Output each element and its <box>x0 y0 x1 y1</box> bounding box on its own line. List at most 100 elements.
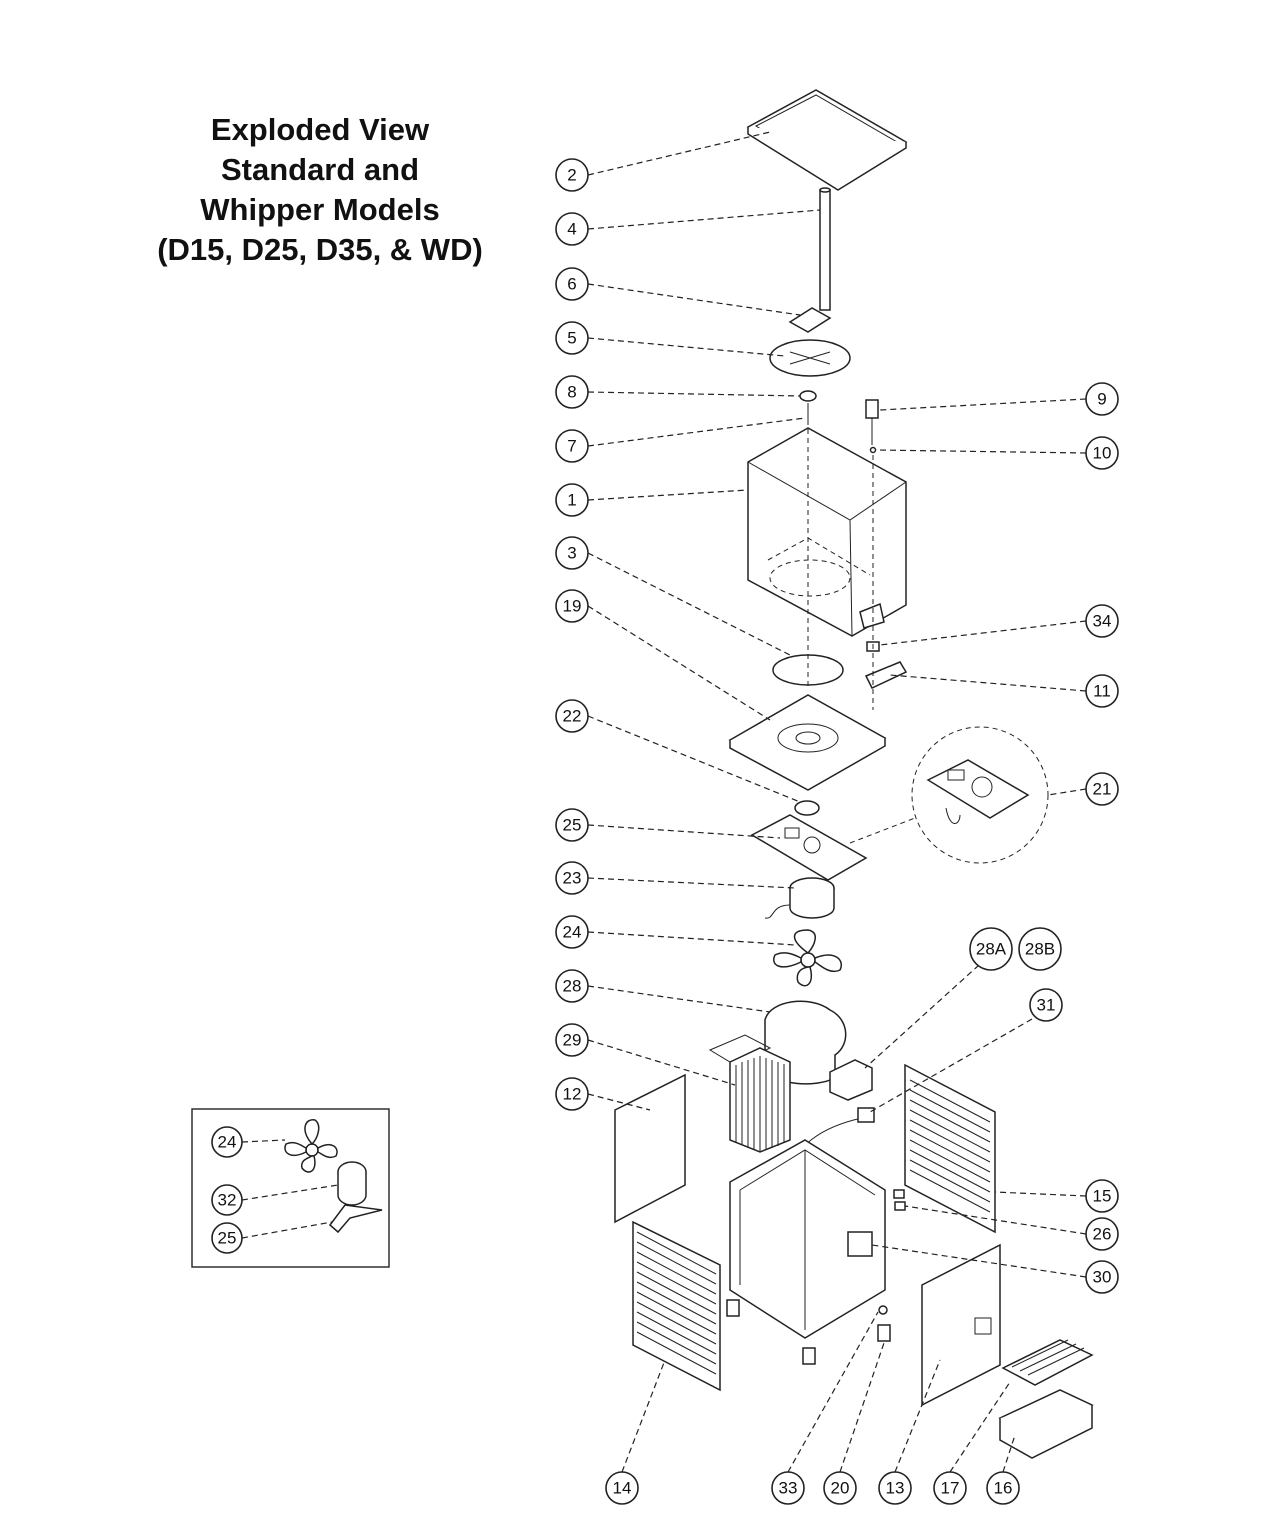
callout-20: 20 <box>823 1471 857 1505</box>
svg-text:3: 3 <box>567 544 576 563</box>
svg-text:33: 33 <box>779 1479 798 1498</box>
callout-5: 5 <box>555 321 589 355</box>
inset-callout-32: 32 <box>211 1184 243 1216</box>
callout-9: 9 <box>1085 382 1119 416</box>
svg-text:13: 13 <box>886 1479 905 1498</box>
callout-34: 34 <box>1085 604 1119 638</box>
part-detail-view <box>911 726 1049 864</box>
svg-text:12: 12 <box>563 1085 582 1104</box>
svg-text:32: 32 <box>218 1191 237 1210</box>
svg-text:20: 20 <box>831 1479 850 1498</box>
callout-19: 19 <box>555 589 589 623</box>
part-gasket <box>772 654 844 686</box>
callout-7: 7 <box>555 429 589 463</box>
part-drip-tray <box>998 1389 1094 1459</box>
callout-28a: 28A <box>969 927 1013 971</box>
callout-15: 15 <box>1085 1179 1119 1213</box>
part-drip-grate <box>1001 1339 1094 1386</box>
part-faucet <box>865 399 879 454</box>
callout-29: 29 <box>555 1023 589 1057</box>
svg-text:25: 25 <box>563 816 582 835</box>
callout-4: 4 <box>555 212 589 246</box>
part-shaft <box>819 187 831 311</box>
part-motor-plate <box>750 814 868 881</box>
part-base-plate <box>728 694 887 791</box>
title-line-3: Whipper Models <box>200 192 440 227</box>
callout-2: 2 <box>555 158 589 192</box>
svg-text:28B: 28B <box>1025 940 1055 959</box>
part-front-panel <box>921 1243 1001 1407</box>
callout-26: 26 <box>1085 1217 1119 1251</box>
part-right-grille <box>904 1063 996 1234</box>
svg-text:1: 1 <box>567 491 576 510</box>
part-washer <box>799 390 817 402</box>
callout-33: 33 <box>771 1471 805 1505</box>
part-start-relay <box>829 1059 873 1101</box>
part-clip <box>864 661 908 689</box>
leader-lines <box>587 131 1087 1473</box>
detail-view-leader <box>849 817 916 844</box>
title-line-1: Exploded View <box>210 112 430 147</box>
svg-text:11: 11 <box>1093 682 1111 701</box>
callout-24: 24 <box>555 915 589 949</box>
callout-28b: 28B <box>1018 927 1062 971</box>
svg-text:17: 17 <box>941 1479 960 1498</box>
callout-10: 10 <box>1085 436 1119 470</box>
svg-text:28: 28 <box>563 977 582 996</box>
part-plate <box>788 307 832 333</box>
callout-21: 21 <box>1085 772 1119 806</box>
svg-text:21: 21 <box>1093 780 1112 799</box>
svg-text:24: 24 <box>563 923 582 942</box>
whipper-inset: 24 32 25 <box>191 1108 390 1268</box>
part-lid <box>746 89 908 191</box>
svg-text:24: 24 <box>218 1133 237 1152</box>
callout-31: 31 <box>1029 988 1063 1022</box>
svg-text:28A: 28A <box>976 940 1007 959</box>
svg-text:6: 6 <box>567 275 576 294</box>
part-front-grille <box>632 1220 721 1392</box>
part-bowl <box>747 427 907 637</box>
svg-text:23: 23 <box>563 869 582 888</box>
callout-28: 28 <box>555 969 589 1003</box>
part-fan-blade <box>773 929 842 987</box>
callout-3: 3 <box>555 536 589 570</box>
svg-text:8: 8 <box>567 383 576 402</box>
callout-22: 22 <box>555 699 589 733</box>
svg-text:25: 25 <box>218 1229 237 1248</box>
callout-13: 13 <box>878 1471 912 1505</box>
inset-callout-25: 25 <box>211 1222 243 1254</box>
svg-text:26: 26 <box>1093 1225 1112 1244</box>
svg-text:29: 29 <box>563 1031 582 1050</box>
svg-text:7: 7 <box>567 437 576 456</box>
inset-whipper-motor <box>337 1161 367 1206</box>
part-fan-motor <box>764 877 835 919</box>
part-feet <box>726 1299 891 1365</box>
part-condenser <box>729 1047 791 1153</box>
title-line-2: Standard and <box>220 152 420 187</box>
callout-6: 6 <box>555 267 589 301</box>
part-side-panel <box>614 1073 686 1224</box>
callout-23: 23 <box>555 861 589 895</box>
callout-1: 1 <box>555 483 589 517</box>
callout-14: 14 <box>605 1471 639 1505</box>
svg-text:9: 9 <box>1097 390 1106 409</box>
svg-text:4: 4 <box>567 220 576 239</box>
callout-17: 17 <box>933 1471 967 1505</box>
inset-callout-24: 24 <box>211 1126 243 1158</box>
diagram-title: Exploded View Standard and Whipper Model… <box>110 110 530 270</box>
svg-text:19: 19 <box>563 597 582 616</box>
svg-text:31: 31 <box>1037 996 1056 1015</box>
callout-30: 30 <box>1085 1260 1119 1294</box>
svg-text:22: 22 <box>563 707 582 726</box>
part-disc <box>769 339 851 377</box>
inset-fan-blade <box>284 1119 338 1173</box>
callout-11: 11 <box>1085 674 1119 708</box>
part-frame <box>729 1139 886 1339</box>
callout-16: 16 <box>986 1471 1020 1505</box>
callout-25: 25 <box>555 808 589 842</box>
svg-text:16: 16 <box>994 1479 1013 1498</box>
part-magnet <box>794 800 820 816</box>
title-line-4: (D15, D25, D35, & WD) <box>157 232 483 267</box>
svg-text:14: 14 <box>613 1479 632 1498</box>
